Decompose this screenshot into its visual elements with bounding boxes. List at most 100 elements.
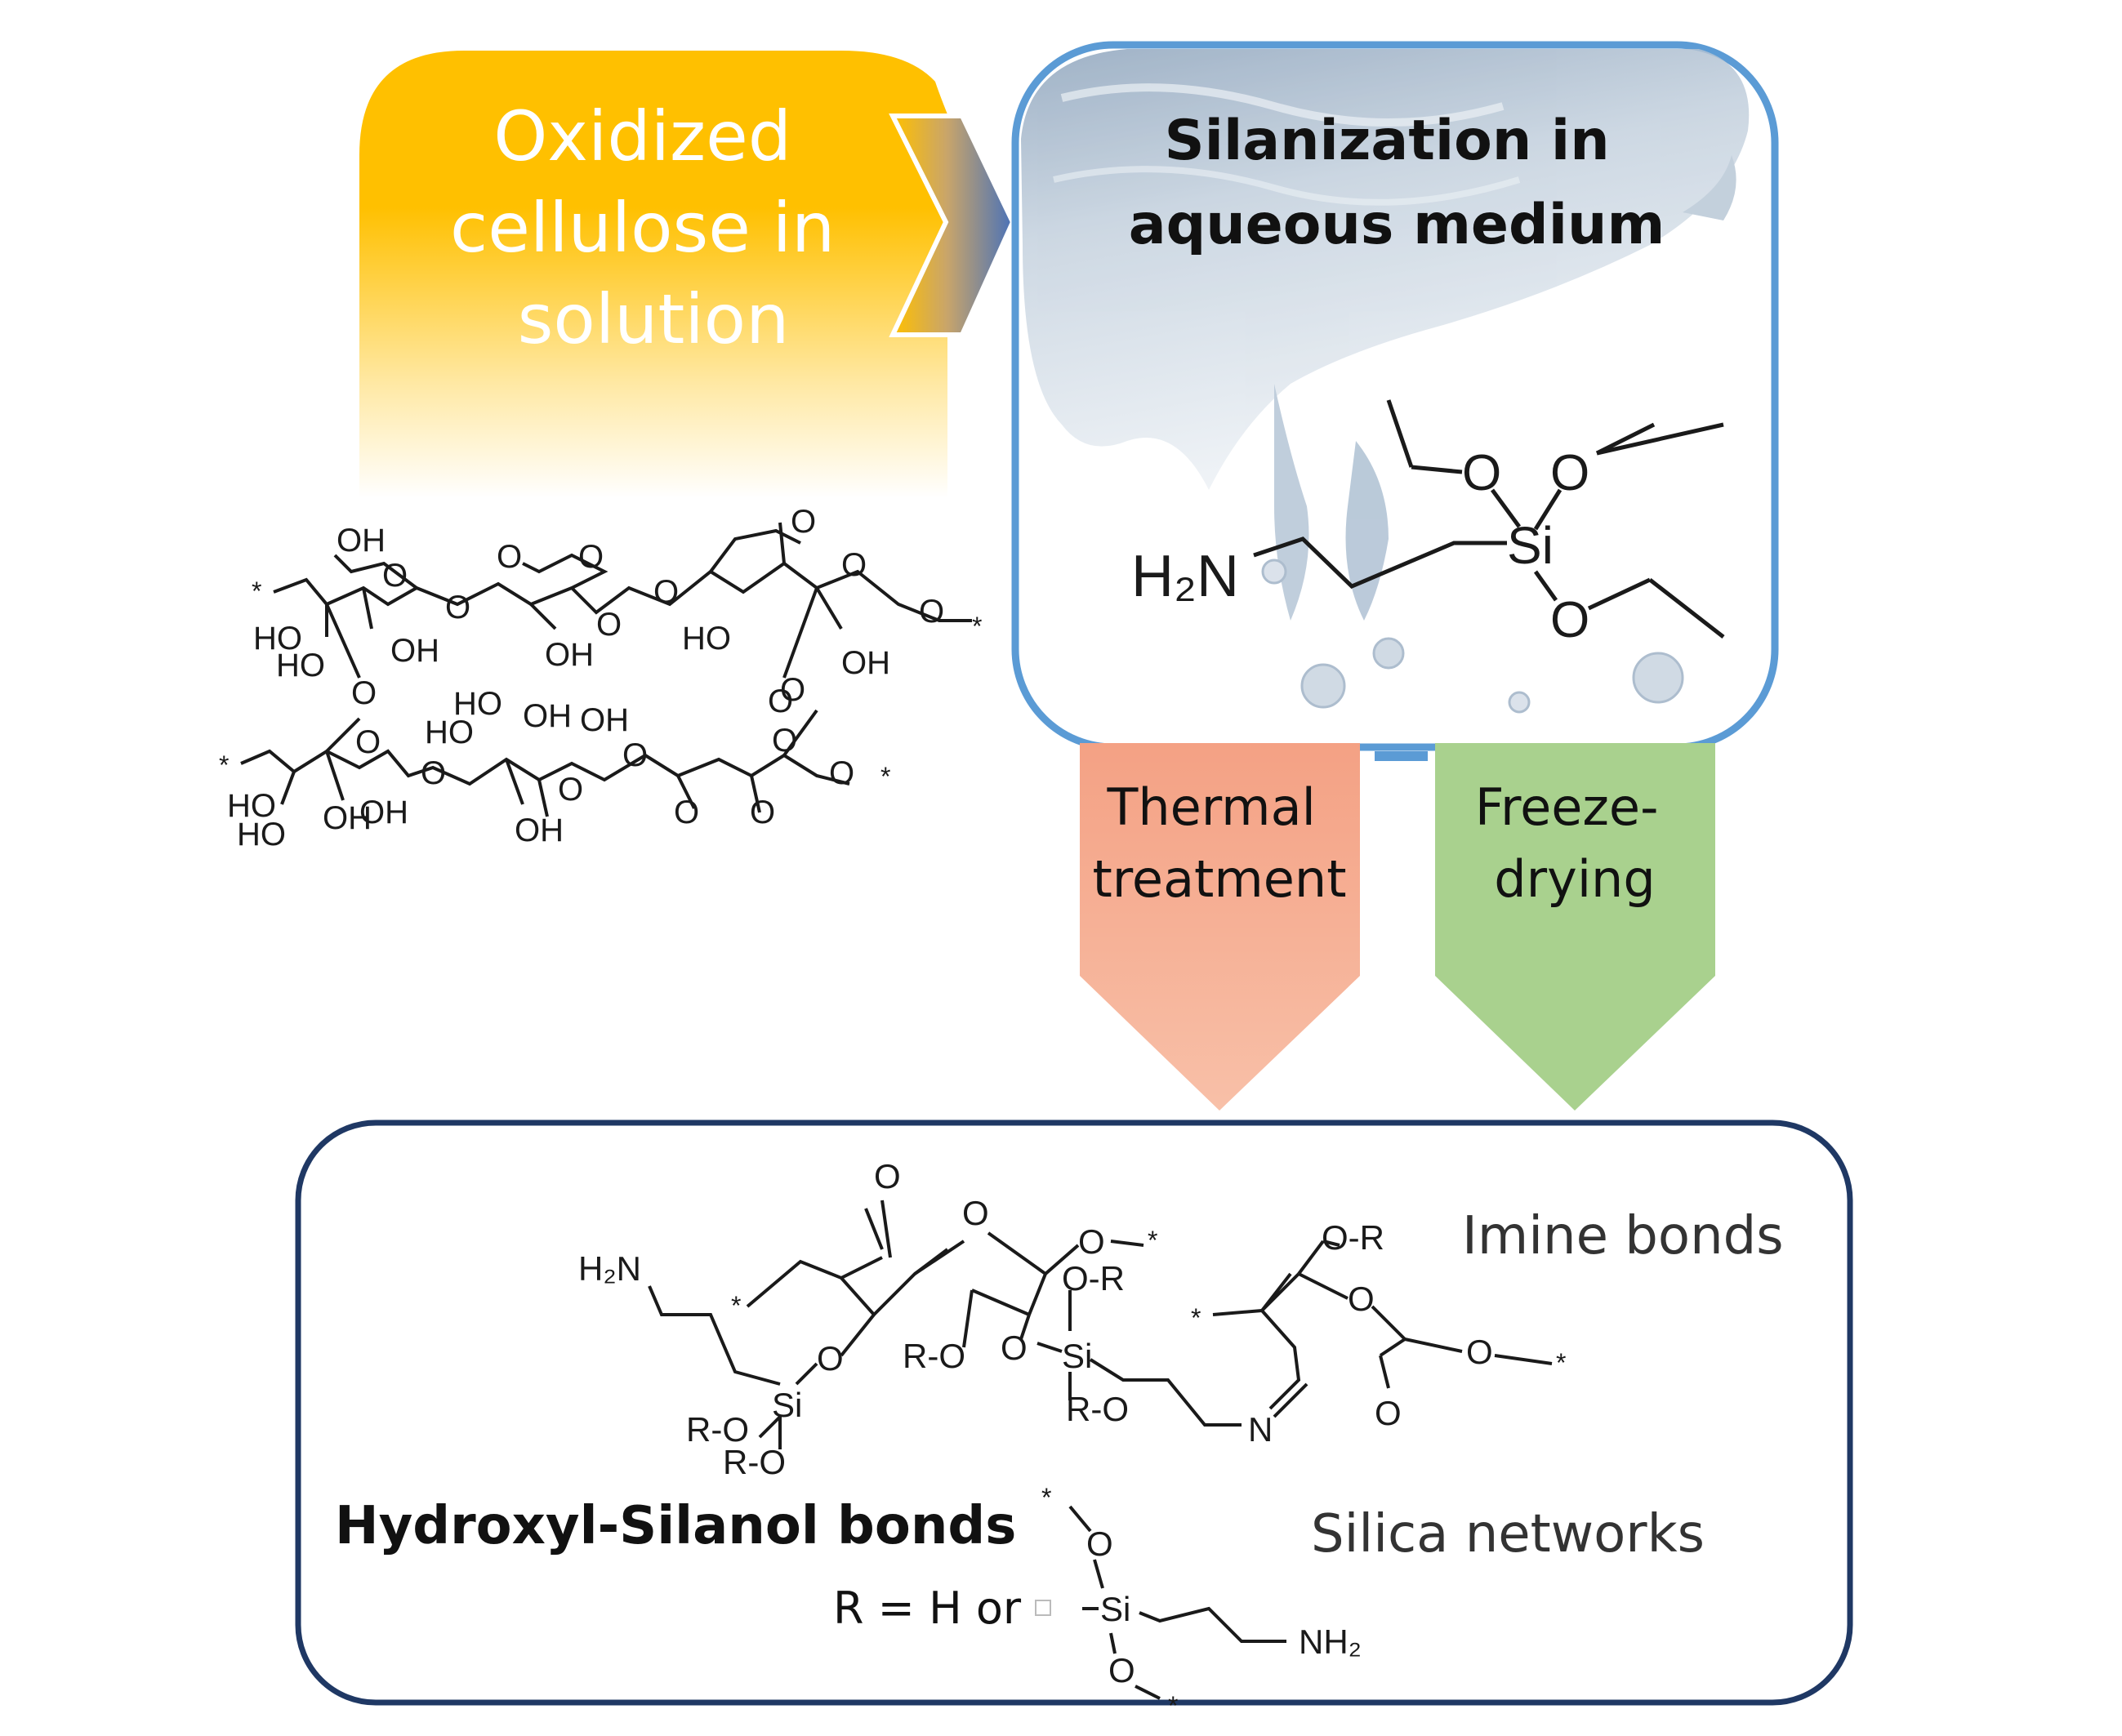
cellulose-o-19: O: [674, 795, 699, 830]
cellulose-o-3: O: [497, 539, 522, 575]
product-end-1: *: [731, 1291, 741, 1320]
cellulose-o-17: O: [772, 723, 797, 759]
product-end-2: *: [1148, 1226, 1157, 1255]
result-box: [295, 1119, 1853, 1706]
thermal-treatment-arrow: [1080, 743, 1360, 1111]
cellulose-oh-7: OH: [323, 800, 372, 836]
silica-end-1: *: [1041, 1483, 1051, 1512]
placeholder-glyph: [1035, 1600, 1051, 1616]
cellulose-ho-6: HO: [227, 788, 276, 824]
branch-connector: [1375, 751, 1428, 761]
silica-nh2-label: NH₂: [1299, 1622, 1362, 1661]
cellulose-oh-1: OH: [337, 523, 386, 559]
freeze-drying-arrow: [1435, 743, 1715, 1111]
cellulose-end-3: *: [219, 750, 229, 780]
silica-si-label: Si: [1100, 1590, 1130, 1628]
cellulose-oh-6: OH: [580, 702, 629, 738]
cellulose-o-13: O: [421, 755, 446, 791]
oxidized-cellulose-line-3: solution: [518, 279, 790, 359]
freeze-drying-branch: Freeze- drying: [1435, 743, 1715, 1111]
imine-bonds-label: Imine bonds: [1462, 1206, 1784, 1266]
cellulose-o-15: O: [558, 772, 583, 808]
aptes-amine-label: H₂N: [1131, 544, 1239, 609]
cellulose-oh-9: OH: [515, 812, 564, 848]
product-si-2: Si: [1062, 1337, 1092, 1375]
thermal-line-2: treatment: [1092, 849, 1346, 909]
oxidized-cellulose-structure: OH O HO HO OH O O O O OH O O O HO OH O *…: [219, 504, 982, 852]
svg-text:Silanization in aqueous: Silanization in aqueous medium: [1129, 109, 1665, 257]
freeze-line-1: Freeze-: [1475, 777, 1659, 837]
cellulose-ho-3: HO: [682, 621, 731, 657]
cellulose-o-10: O: [351, 675, 377, 711]
product-end-3: *: [1191, 1303, 1201, 1333]
freeze-line-2: drying: [1494, 849, 1655, 909]
product-or-1: O-R: [1062, 1259, 1125, 1298]
cellulose-oh-4: OH: [841, 645, 890, 681]
cellulose-o-1: O: [382, 558, 408, 594]
silica-end-2: *: [1168, 1691, 1178, 1720]
aptes-si-label: Si: [1507, 516, 1554, 575]
process-chevron-arrow: [889, 114, 1016, 337]
product-end-4: *: [1556, 1348, 1566, 1378]
svg-text:Thermal treatment: Thermal treatment: [1092, 777, 1346, 909]
product-ro-2: R-O: [723, 1443, 786, 1481]
aptes-o-label-1: O: [1462, 445, 1501, 501]
cellulose-o-12: O: [355, 724, 381, 760]
cellulose-end-4: *: [880, 762, 890, 791]
product-ro-3: R-O: [903, 1337, 965, 1375]
cellulose-o-8: O: [841, 547, 867, 583]
cellulose-ho-2: HO: [276, 648, 325, 683]
svg-text:Oxidized cellulose in: Oxidized cellulose in solution: [450, 96, 857, 359]
cellulose-oh-5: OH: [523, 698, 572, 734]
thermal-treatment-branch: Thermal treatment: [1080, 743, 1360, 1111]
product-or-2: O-R: [1322, 1218, 1384, 1257]
aptes-o-label-3: O: [1550, 592, 1589, 648]
aptes-o-label-2: O: [1550, 445, 1589, 501]
cellulose-o-11: O: [780, 672, 805, 708]
cellulose-o-5: O: [596, 607, 622, 643]
silanization-line-1: Silanization in: [1165, 109, 1610, 173]
silanization-step: Silanization in aqueous medium H₂N Si O …: [1011, 41, 1779, 751]
product-h2n-label: H₂N: [578, 1249, 641, 1288]
cellulose-o-4: O: [578, 539, 604, 575]
cellulose-ho-5: HO: [425, 714, 474, 750]
product-o-8: O: [1466, 1333, 1493, 1371]
cellulose-o-7: O: [791, 504, 816, 540]
oxidized-cellulose-box: [359, 51, 947, 498]
product-o-3: O: [1078, 1222, 1105, 1261]
r-definition-label: R = H or: [833, 1582, 1022, 1634]
cellulose-o-9: O: [919, 594, 944, 630]
thermal-line-1: Thermal: [1106, 777, 1315, 837]
cellulose-ho-7: HO: [237, 817, 286, 852]
cellulose-o-16: O: [768, 683, 793, 719]
cellulose-o-14: O: [622, 737, 648, 773]
cellulose-o-20: O: [750, 795, 775, 830]
product-ro-1: R-O: [686, 1410, 749, 1449]
cellulose-o-18: O: [829, 755, 854, 791]
silica-o-2: O: [1108, 1651, 1135, 1689]
svg-text:Freeze- drying: Freeze- drying: [1475, 777, 1674, 909]
product-o-7: O: [1375, 1394, 1402, 1432]
product-structure: H₂N * O O O * O Si R-O R-O O-R R-O O Si …: [578, 1157, 1566, 1720]
product-n-label: N: [1248, 1410, 1273, 1449]
product-o-6: O: [1348, 1280, 1375, 1318]
cellulose-ho-1: HO: [253, 621, 302, 657]
result-panel: Imine bonds Hydroxyl-Silanol bonds Silic…: [295, 1119, 1853, 1720]
hydroxyl-silanol-label: Hydroxyl-Silanol bonds: [335, 1496, 1016, 1556]
cellulose-oh-2: OH: [390, 633, 439, 669]
oxidized-cellulose-line-1: Oxidized: [493, 96, 791, 176]
oxidized-cellulose-line-2: cellulose in: [450, 188, 835, 268]
oxidized-cellulose-step: Oxidized cellulose in solution: [359, 51, 947, 498]
cellulose-oh-3: OH: [545, 637, 594, 673]
product-o-4: O: [817, 1339, 844, 1378]
silica-o-1: O: [1086, 1525, 1113, 1563]
cellulose-o-2: O: [445, 590, 470, 625]
product-si-1: Si: [772, 1386, 802, 1424]
silica-networks-label: Silica networks: [1311, 1504, 1705, 1565]
water-splash-image: [1021, 49, 1750, 714]
product-o-2: O: [962, 1194, 989, 1232]
cellulose-ho-4: HO: [453, 686, 502, 722]
silanization-line-2: aqueous medium: [1129, 193, 1665, 257]
aptes-structure: [1253, 399, 1725, 639]
product-o-5: O: [1001, 1329, 1028, 1367]
